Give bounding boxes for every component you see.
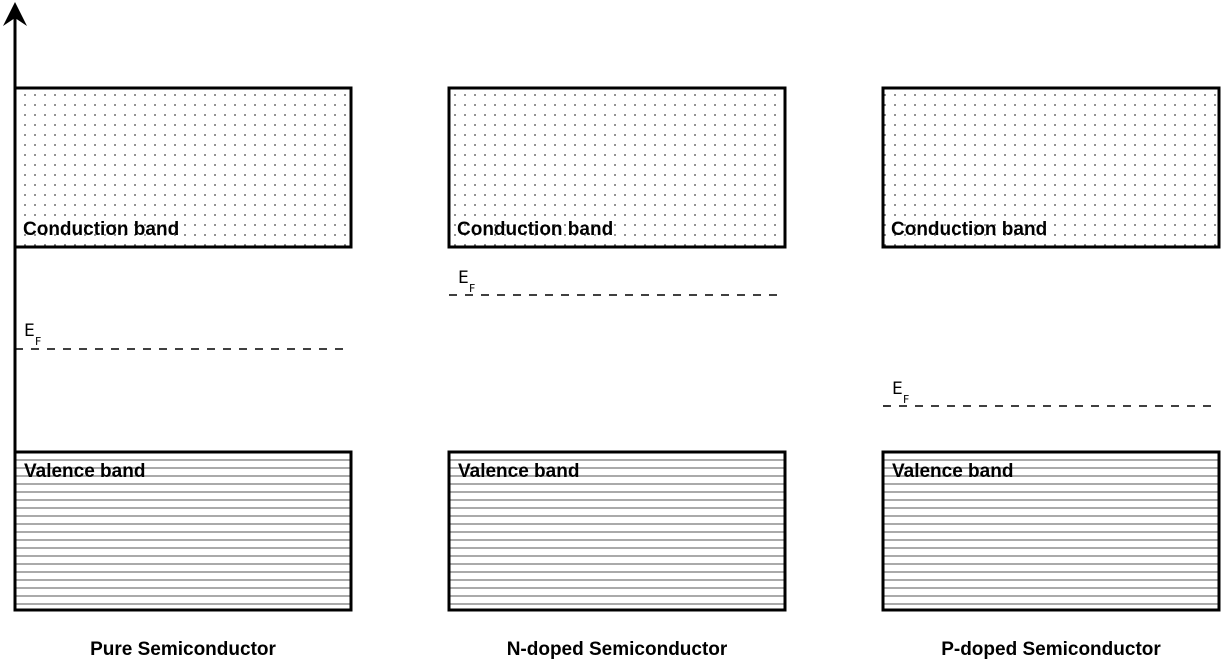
fermi-level-subscript: F: [35, 335, 41, 348]
panel-caption: Pure Semiconductor: [90, 639, 276, 660]
valence-band-box: [13, 450, 353, 612]
fermi-level-label: E: [24, 321, 35, 341]
fermi-level-label: E: [892, 379, 903, 399]
fermi-level-label: E: [458, 268, 469, 288]
conduction-band-label: Conduction band: [457, 219, 613, 240]
panel-pure: Conduction band E F Valence band Pure Se…: [13, 86, 353, 660]
conduction-band-box: [447, 86, 787, 249]
conduction-band-box: [881, 86, 1221, 249]
arrow-head-icon: [3, 2, 27, 26]
valence-band-box: [447, 450, 787, 612]
conduction-band-label: Conduction band: [891, 219, 1047, 240]
conduction-band-box: [13, 86, 353, 249]
valence-band-label: Valence band: [892, 461, 1013, 482]
valence-band-box: [881, 450, 1221, 612]
panel-caption: N-doped Semiconductor: [507, 639, 728, 660]
fermi-level-subscript: F: [903, 393, 909, 406]
valence-band-label: Valence band: [458, 461, 579, 482]
valence-band-label: Valence band: [24, 461, 145, 482]
panel-p-doped: Conduction band E F Valence band P-doped…: [881, 86, 1221, 660]
conduction-band-label: Conduction band: [23, 219, 179, 240]
panel-caption: P-doped Semiconductor: [941, 639, 1161, 660]
panel-n-doped: Conduction band E F Valence band N-doped…: [447, 86, 787, 660]
fermi-level-subscript: F: [469, 282, 475, 295]
